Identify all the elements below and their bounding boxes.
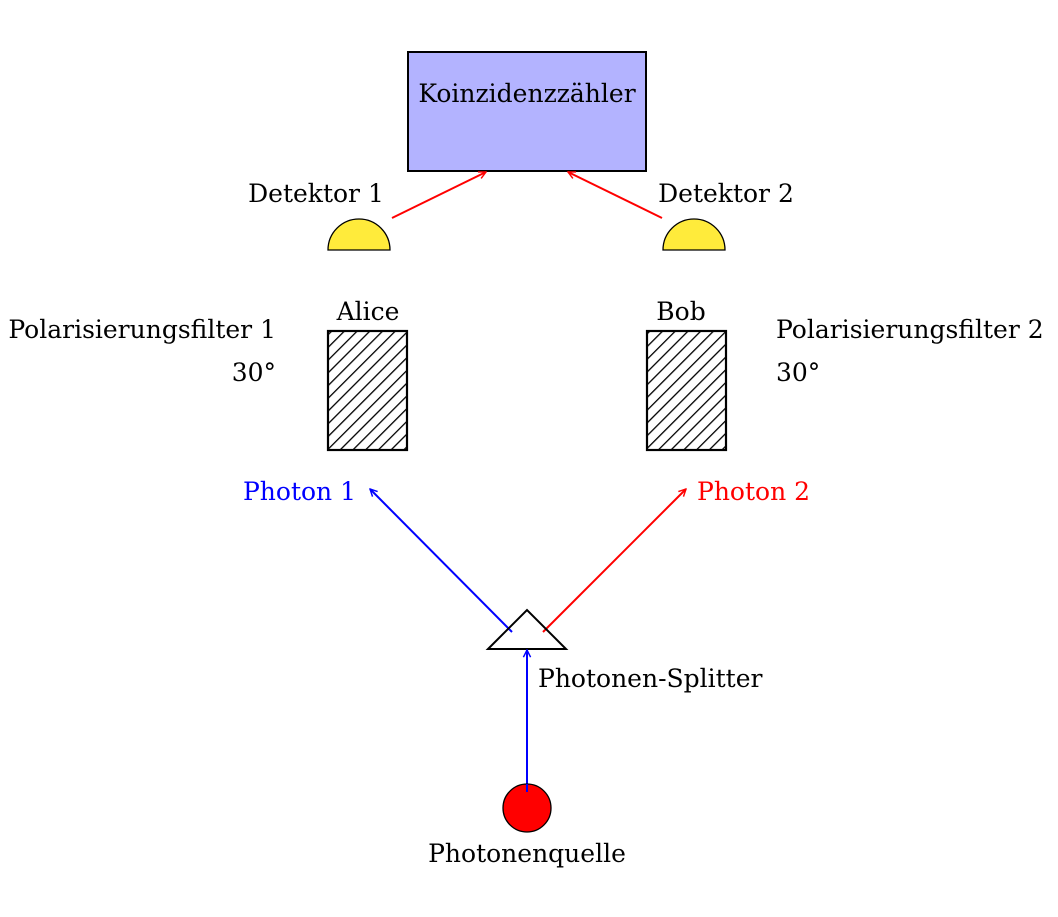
filter-1-hatched-box <box>326 329 409 452</box>
alice-label: Alice <box>336 297 400 326</box>
filter-2-hatched-box <box>645 329 728 452</box>
photon-splitter: Photonen-Splitter <box>485 608 763 693</box>
photon-1-label: Photon 1 <box>243 477 356 506</box>
bob-label: Bob <box>656 297 705 326</box>
filter-1-angle: 30° <box>232 358 276 387</box>
detector-2-signal-arrow <box>568 171 663 219</box>
detector-1: Detektor 1 <box>248 179 391 251</box>
photon-source-label: Photonenquelle <box>428 839 626 868</box>
detector-1-label: Detektor 1 <box>248 179 384 208</box>
filter-2-label: Polarisierungsfilter 2 <box>776 315 1044 344</box>
splitter-label: Photonen-Splitter <box>538 664 763 693</box>
detector-2-dome-icon <box>662 218 726 251</box>
filter-1-label: Polarisierungsfilter 1 <box>8 315 276 344</box>
detector-1-signal-arrow <box>391 171 486 219</box>
photon-2-beam <box>542 489 686 633</box>
detector-1-dome-icon <box>327 218 391 251</box>
photon-1-beam <box>370 489 513 633</box>
coincidence-counter-box <box>407 51 647 172</box>
filter-2-angle: 30° <box>776 358 820 387</box>
detector-2: Detektor 2 <box>658 179 794 251</box>
polarization-filter-1: Alice Polarisierungsfilter 1 30° <box>8 297 409 452</box>
photon-source: Photonenquelle <box>428 783 626 868</box>
photon-2-label: Photon 2 <box>697 477 810 506</box>
coincidence-counter: Koinzidenzzähler <box>407 51 647 172</box>
coincidence-counter-label: Koinzidenzzähler <box>418 79 635 108</box>
detector-2-label: Detektor 2 <box>658 179 794 208</box>
polarization-filter-2: Bob Polarisierungsfilter 2 30° <box>645 297 1044 452</box>
splitter-triangle-icon <box>485 608 569 650</box>
